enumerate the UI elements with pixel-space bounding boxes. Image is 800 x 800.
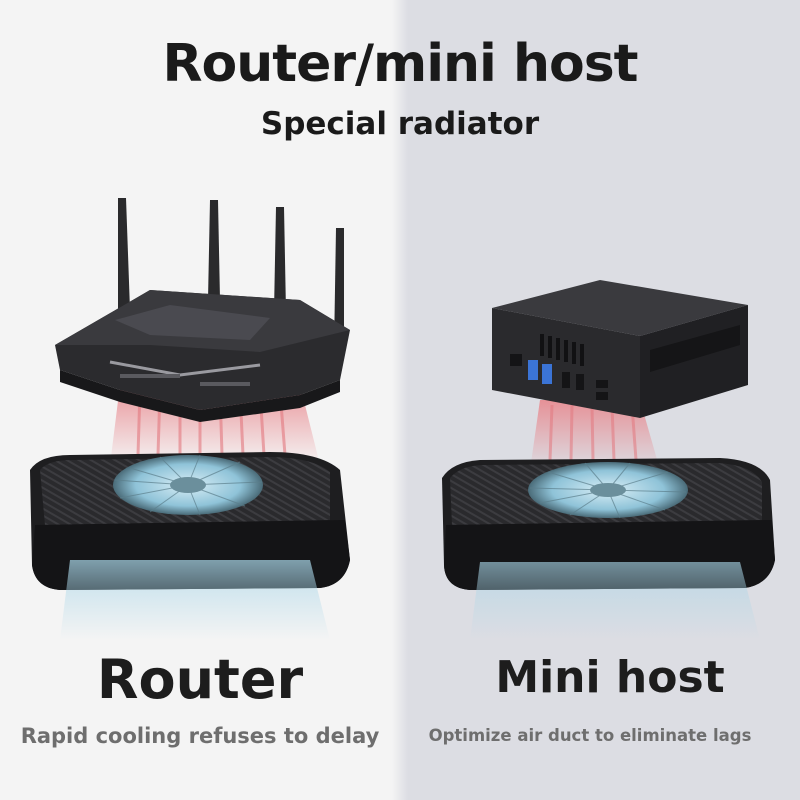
page-subtitle: Special radiator — [260, 106, 540, 142]
mini-host-device — [492, 280, 748, 418]
mini-host-cool-air — [470, 562, 760, 640]
router-label: Router — [96, 648, 304, 711]
page-title: Router/mini host — [162, 34, 638, 94]
mini-host-caption: Optimize air duct to eliminate lags — [428, 726, 752, 745]
mini-host-label: Mini host — [495, 652, 725, 703]
mini-host-hot-air — [530, 400, 660, 470]
router-caption: Rapid cooling refuses to delay — [20, 724, 380, 748]
router-cool-air — [60, 560, 330, 640]
router-device — [55, 198, 350, 422]
router-cooling-stand — [30, 452, 350, 590]
